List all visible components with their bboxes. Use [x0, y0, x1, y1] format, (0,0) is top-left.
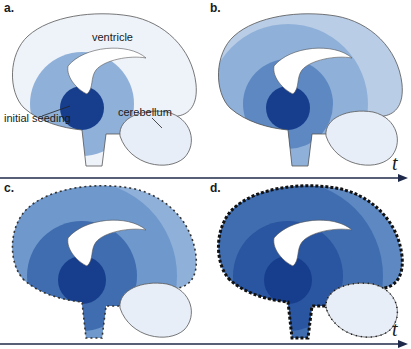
axis-label: t: [392, 318, 398, 340]
callout-label: cerebellum: [118, 106, 172, 119]
callout-label: initial seeding: [4, 112, 71, 125]
panel-letter: c.: [4, 182, 14, 195]
axis-label: t: [392, 152, 398, 174]
panel-letter: b.: [210, 2, 221, 15]
panel-letter: a.: [4, 2, 14, 15]
panel-letter: d.: [210, 182, 221, 195]
region-label: ventricle: [92, 31, 133, 44]
